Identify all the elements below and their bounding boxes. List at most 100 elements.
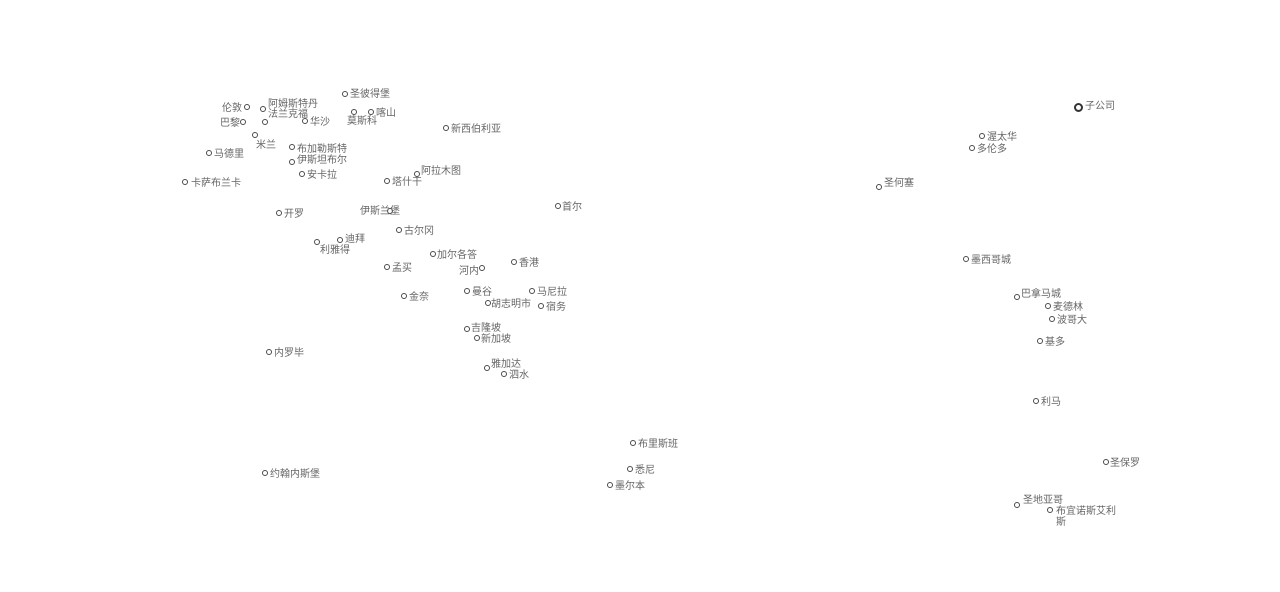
city-marker[interactable]	[342, 91, 348, 97]
city-marker[interactable]	[384, 264, 390, 270]
city-label: 泗水	[509, 370, 529, 381]
city-marker[interactable]	[260, 106, 266, 112]
city-marker[interactable]	[262, 470, 268, 476]
city-marker[interactable]	[1103, 459, 1109, 465]
city-label: 孟买	[392, 263, 412, 274]
city-label: 圣地亚哥	[1023, 495, 1063, 506]
city-label: 波哥大	[1057, 315, 1087, 326]
city-marker[interactable]	[511, 259, 517, 265]
city-label: 卡萨布兰卡	[191, 178, 241, 189]
city-label: 阿拉木图	[421, 166, 461, 177]
city-label: 圣保罗	[1110, 458, 1140, 469]
city-marker[interactable]	[262, 119, 268, 125]
city-marker[interactable]	[206, 150, 212, 156]
city-marker[interactable]	[1033, 398, 1039, 404]
city-marker[interactable]	[252, 132, 258, 138]
city-marker[interactable]	[289, 144, 295, 150]
city-label: 基多	[1045, 337, 1065, 348]
city-label: 迪拜	[345, 234, 365, 245]
city-label: 开罗	[284, 209, 304, 220]
city-label: 胡志明市	[491, 299, 531, 310]
city-label: 加尔各答	[437, 250, 477, 261]
city-marker[interactable]	[979, 133, 985, 139]
city-label: 雅加达	[491, 359, 521, 370]
city-marker[interactable]	[474, 335, 480, 341]
city-label: 巴黎	[220, 118, 240, 129]
city-marker[interactable]	[351, 109, 357, 115]
city-marker[interactable]	[302, 118, 308, 124]
city-marker[interactable]	[396, 227, 402, 233]
city-label: 莫斯科	[347, 116, 377, 127]
city-marker[interactable]	[484, 365, 490, 371]
city-marker[interactable]	[1014, 294, 1020, 300]
city-label: 布加勒斯特	[297, 144, 347, 155]
city-label: 多伦多	[977, 144, 1007, 155]
city-label: 渥太华	[987, 132, 1017, 143]
city-label: 米兰	[256, 140, 276, 151]
city-label: 河内	[459, 266, 479, 277]
city-label: 华沙	[310, 117, 330, 128]
city-label: 喀山	[376, 108, 396, 119]
city-label: 法兰克福	[268, 109, 308, 120]
city-label: 香港	[519, 258, 539, 269]
city-label: 麦德林	[1053, 302, 1083, 313]
city-label: 伊斯兰堡	[360, 206, 400, 217]
city-label: 墨尔本	[615, 481, 645, 492]
city-marker[interactable]	[276, 210, 282, 216]
city-marker[interactable]	[630, 440, 636, 446]
city-label: 伊斯坦布尔	[297, 155, 347, 166]
city-label: 金奈	[409, 292, 429, 303]
city-marker[interactable]	[485, 300, 491, 306]
city-label: 宿务	[546, 302, 566, 313]
city-marker[interactable]	[401, 293, 407, 299]
city-marker[interactable]	[464, 326, 470, 332]
city-label: 利马	[1041, 397, 1061, 408]
city-label: 内罗毕	[274, 348, 304, 359]
city-marker[interactable]	[1049, 316, 1055, 322]
city-marker[interactable]	[314, 239, 320, 245]
city-label: 塔什干	[392, 177, 422, 188]
city-marker[interactable]	[384, 178, 390, 184]
city-marker[interactable]	[1037, 338, 1043, 344]
city-label: 新西伯利亚	[451, 124, 501, 135]
city-marker[interactable]	[430, 251, 436, 257]
city-marker[interactable]	[1045, 303, 1051, 309]
city-marker[interactable]	[555, 203, 561, 209]
city-label: 阿姆斯特丹	[268, 99, 318, 110]
city-marker[interactable]	[464, 288, 470, 294]
city-marker[interactable]	[299, 171, 305, 177]
city-marker[interactable]	[529, 288, 535, 294]
city-marker[interactable]	[1074, 103, 1083, 112]
city-marker[interactable]	[337, 237, 343, 243]
city-marker[interactable]	[240, 119, 246, 125]
city-marker[interactable]	[501, 371, 507, 377]
city-label: 布里斯班	[638, 439, 678, 450]
city-label: 安卡拉	[307, 170, 337, 181]
city-marker[interactable]	[266, 349, 272, 355]
city-marker[interactable]	[289, 159, 295, 165]
city-label: 墨西哥城	[971, 255, 1011, 266]
city-marker[interactable]	[607, 482, 613, 488]
city-label: 利雅得	[320, 245, 350, 256]
city-label: 伦敦	[222, 103, 242, 114]
city-marker[interactable]	[368, 109, 374, 115]
city-marker[interactable]	[538, 303, 544, 309]
city-marker[interactable]	[969, 145, 975, 151]
city-label: 巴拿马城	[1021, 289, 1061, 300]
city-label: 吉隆坡	[471, 323, 501, 334]
city-label: 新加坡	[481, 334, 511, 345]
city-marker[interactable]	[414, 171, 420, 177]
city-marker[interactable]	[1047, 507, 1053, 513]
city-marker[interactable]	[479, 265, 485, 271]
city-marker[interactable]	[963, 256, 969, 262]
city-label: 圣何塞	[884, 178, 914, 189]
city-marker[interactable]	[627, 466, 633, 472]
city-marker[interactable]	[244, 104, 250, 110]
city-label: 布宜诺斯艾利斯	[1056, 506, 1116, 528]
city-marker[interactable]	[443, 125, 449, 131]
city-marker[interactable]	[387, 208, 393, 214]
city-marker[interactable]	[1014, 502, 1020, 508]
city-marker[interactable]	[876, 184, 882, 190]
city-marker[interactable]	[182, 179, 188, 185]
city-label: 首尔	[562, 202, 582, 213]
